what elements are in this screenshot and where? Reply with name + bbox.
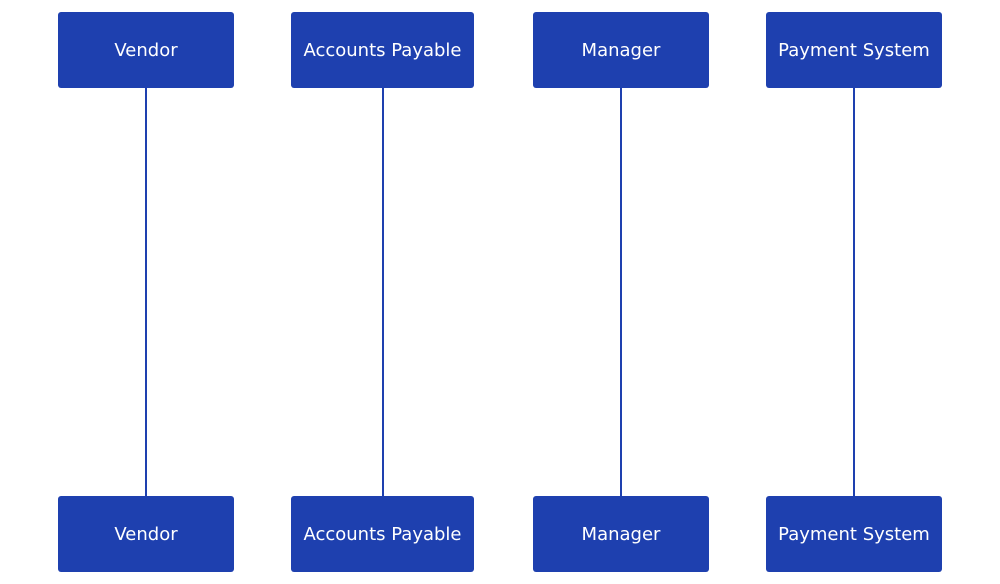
participant-label: Manager bbox=[581, 523, 661, 545]
participant-label: Vendor bbox=[114, 39, 178, 61]
lifeline-vendor bbox=[145, 88, 147, 496]
lifeline-payment-system bbox=[853, 88, 855, 496]
lifeline-manager bbox=[620, 88, 622, 496]
participant-vendor-top: Vendor bbox=[58, 12, 234, 88]
lifeline-accounts-payable bbox=[382, 88, 384, 496]
participant-accounts-payable-top: Accounts Payable bbox=[291, 12, 474, 88]
participant-label: Vendor bbox=[114, 523, 178, 545]
participant-manager-bottom: Manager bbox=[533, 496, 709, 572]
participant-label: Payment System bbox=[778, 523, 930, 545]
participant-label: Manager bbox=[581, 39, 661, 61]
participant-payment-system-top: Payment System bbox=[766, 12, 942, 88]
participant-label: Accounts Payable bbox=[303, 39, 462, 61]
participant-payment-system-bottom: Payment System bbox=[766, 496, 942, 572]
participant-manager-top: Manager bbox=[533, 12, 709, 88]
participant-label: Accounts Payable bbox=[303, 523, 462, 545]
participant-vendor-bottom: Vendor bbox=[58, 496, 234, 572]
participant-accounts-payable-bottom: Accounts Payable bbox=[291, 496, 474, 572]
participant-label: Payment System bbox=[778, 39, 930, 61]
